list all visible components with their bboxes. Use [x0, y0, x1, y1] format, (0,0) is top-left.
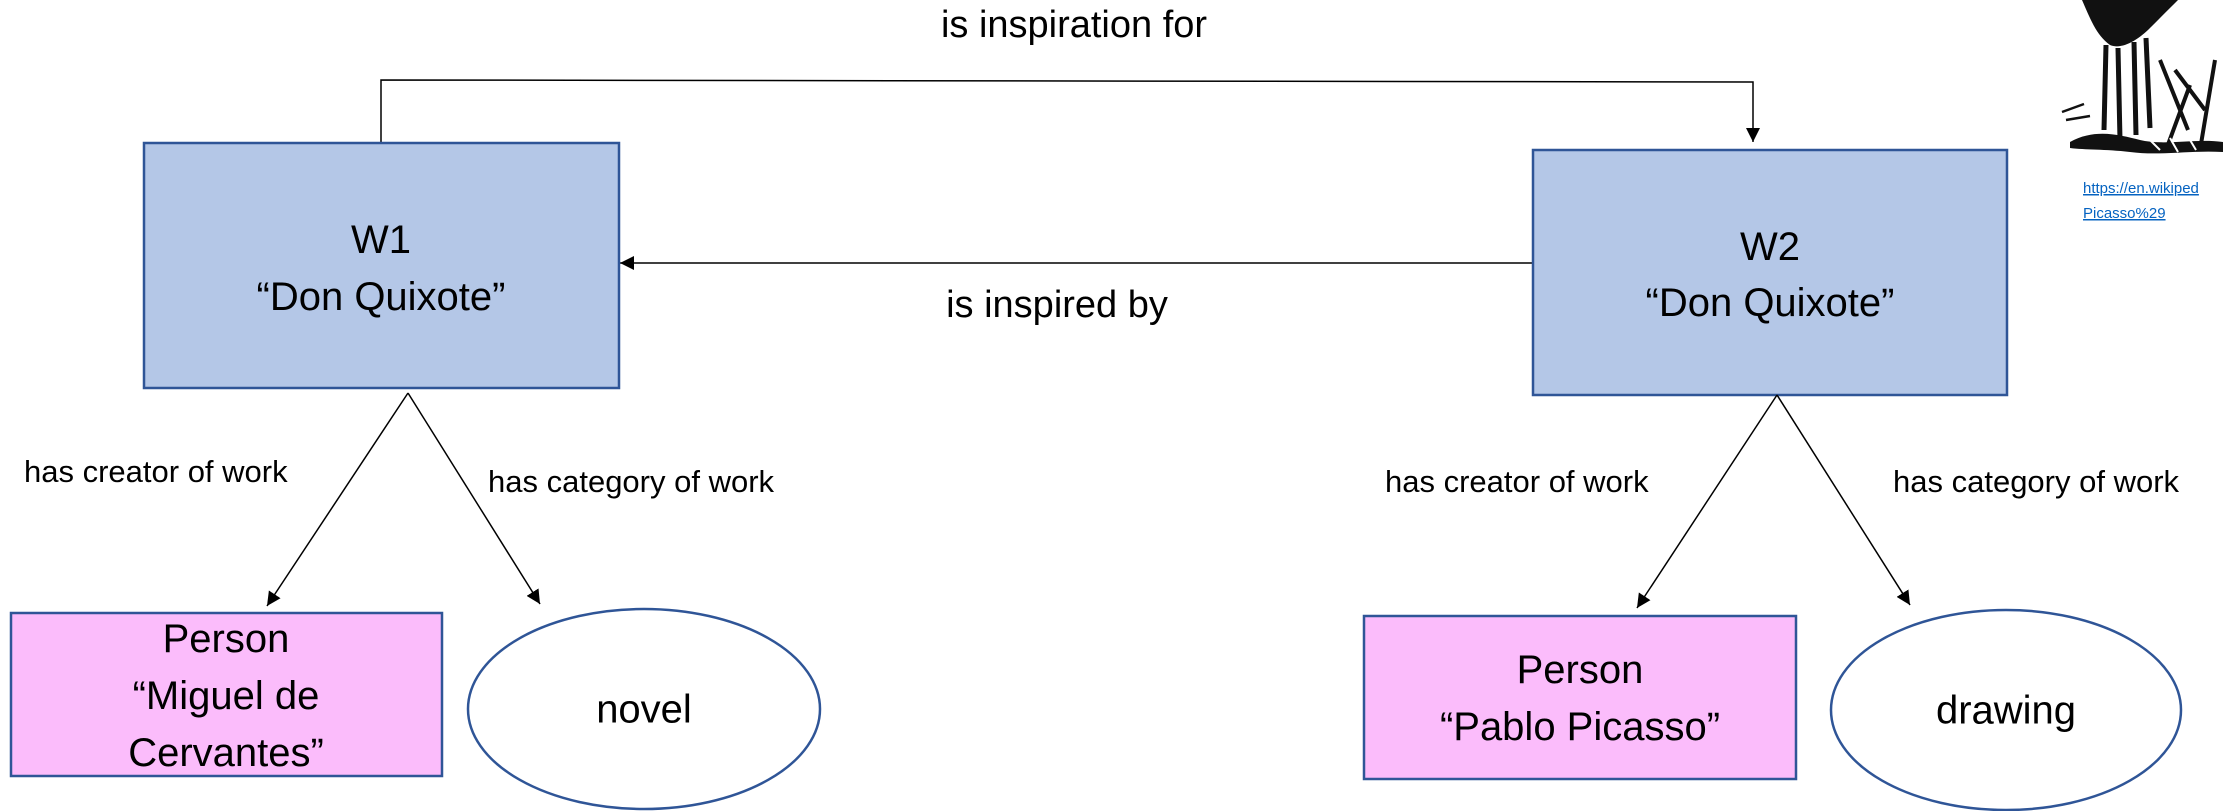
- edge-w2-has-category-line: [1776, 394, 1911, 606]
- edge-w2-has-category-label: has category of work: [1893, 464, 2180, 499]
- work-node-w1-id: W1: [351, 218, 411, 262]
- picasso-don-quixote-sketch-icon: [2061, 0, 2223, 154]
- edge-w1-has-category-line: [407, 392, 541, 605]
- edge-is-inspiration-for-line: [380, 79, 1760, 142]
- category-node-novel-label: novel: [596, 688, 692, 732]
- work-node-w2-box: [1531, 148, 2009, 397]
- edge-w1-has-creator: has creator of work: [24, 392, 409, 607]
- image-source-link-line2[interactable]: Picasso%29: [2083, 205, 2166, 222]
- edge-is-inspired-by: is inspired by: [620, 256, 1533, 326]
- edge-w2-has-creator-line: [1636, 394, 1778, 609]
- person-node-picasso-name: “Pablo Picasso”: [1440, 705, 1720, 749]
- edge-w2-has-creator-label: has creator of work: [1385, 464, 1649, 499]
- person-node-picasso-type: Person: [1517, 648, 1644, 692]
- edge-w1-has-creator-line: [266, 392, 409, 607]
- person-node-cervantes-box: [9, 611, 444, 778]
- person-node-cervantes-name-line1: “Miguel de: [133, 674, 320, 718]
- edge-w1-has-creator-label: has creator of work: [24, 454, 288, 489]
- work-node-w1: W1 “Don Quixote”: [142, 141, 621, 390]
- person-node-cervantes: Person “Miguel de Cervantes”: [9, 611, 444, 778]
- category-node-drawing: drawing: [1829, 608, 2183, 811]
- work-node-w2-title: “Don Quixote”: [1646, 281, 1895, 325]
- edge-is-inspiration-for-label: is inspiration for: [941, 4, 1207, 46]
- category-node-novel: novel: [466, 607, 822, 811]
- work-node-w2-id: W2: [1740, 225, 1800, 269]
- edge-w2-has-category: has category of work: [1776, 394, 2180, 606]
- person-node-picasso: Person “Pablo Picasso”: [1362, 614, 1798, 781]
- person-node-cervantes-name-line2: Cervantes”: [128, 731, 324, 775]
- category-node-drawing-shape: [1829, 608, 2183, 811]
- work-node-w1-title: “Don Quixote”: [257, 275, 506, 319]
- edge-is-inspiration-for: is inspiration for: [380, 4, 1760, 142]
- edge-w1-has-category: has category of work: [407, 392, 775, 605]
- work-node-w1-box: [142, 141, 621, 390]
- work-node-w2: W2 “Don Quixote”: [1531, 148, 2009, 397]
- image-source-link-line1[interactable]: https://en.wikiped: [2083, 180, 2199, 197]
- person-node-picasso-box: [1362, 614, 1798, 781]
- image-source-link[interactable]: https://en.wikiped Picasso%29: [2083, 180, 2199, 222]
- category-node-novel-shape: [466, 607, 822, 811]
- person-node-cervantes-type: Person: [163, 617, 290, 661]
- edge-w1-has-category-label: has category of work: [488, 464, 775, 499]
- category-node-drawing-label: drawing: [1936, 689, 2076, 733]
- edge-is-inspired-by-label: is inspired by: [946, 284, 1168, 326]
- edge-w2-has-creator: has creator of work: [1385, 394, 1778, 609]
